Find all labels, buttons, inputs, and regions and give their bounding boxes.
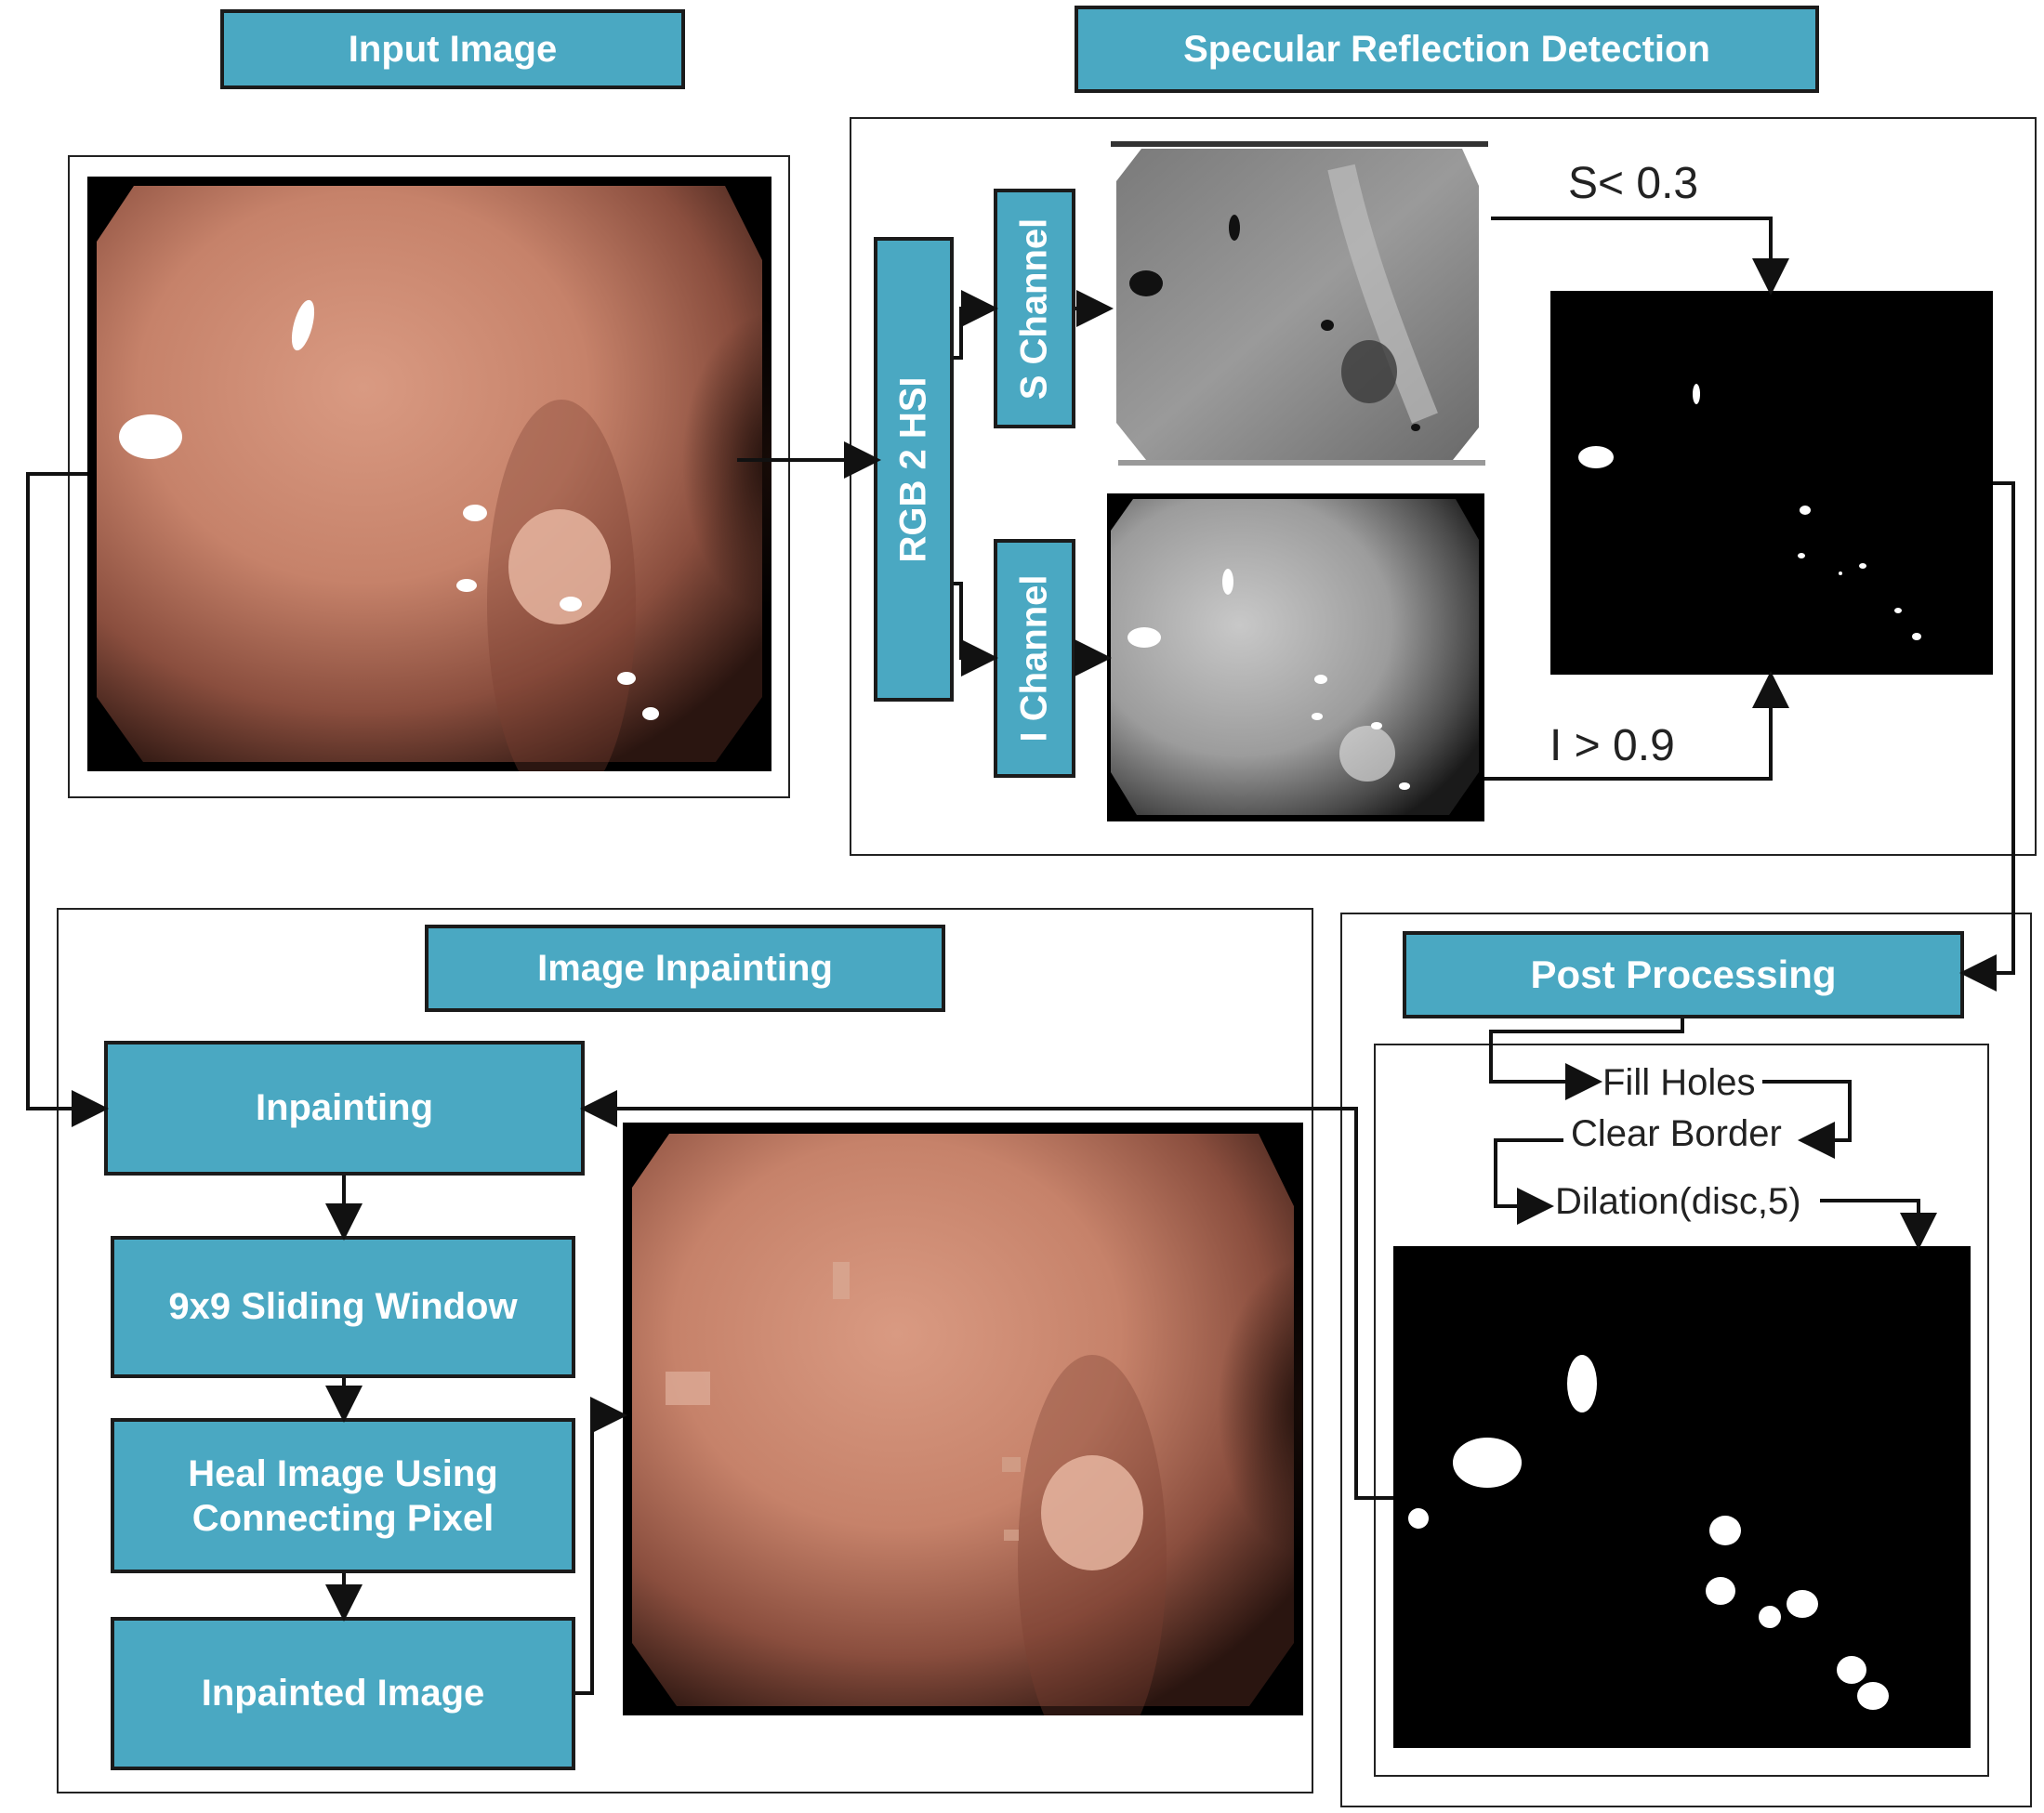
- dilated-mask-image-art: [1408, 1355, 1889, 1710]
- hsi-to-i-arrow: [954, 582, 998, 677]
- input-endoscopy-image: [87, 177, 771, 771]
- inpainting-box: Inpainting: [104, 1041, 585, 1176]
- s-channel-image: [1109, 139, 1490, 474]
- result-to-image-arrow: [575, 1397, 627, 1695]
- clear-border-step: Clear Border: [1571, 1113, 1782, 1154]
- input-endoscopy-image-art: [97, 186, 771, 771]
- dilation-to-mask-arrow: [1820, 1199, 1937, 1250]
- input-image-title: Input Image: [220, 9, 685, 89]
- inpainted-result-image-art: [632, 1134, 1303, 1715]
- dilated-mask-image: [1393, 1246, 1971, 1748]
- i-threshold-label: I > 0.9: [1549, 721, 1675, 770]
- s-channel-box: S Channel: [994, 189, 1075, 428]
- heal-image-box: Heal Image Using Connecting Pixel: [111, 1418, 575, 1573]
- input-to-inpainting-arrow: [26, 472, 109, 1127]
- mask-to-post-arrow: [1959, 481, 2015, 992]
- clear-to-dilation-arrow: [1494, 1138, 1563, 1225]
- sliding-window-box: 9x9 Sliding Window: [111, 1236, 575, 1378]
- s-channel-image-art: [1111, 141, 1488, 466]
- s-threshold-label: S< 0.3: [1568, 159, 1699, 208]
- post-to-fill-arrow: [1489, 1018, 1684, 1100]
- mask-to-inpainting-arrow: [580, 1090, 1393, 1500]
- threshold-mask-image: [1550, 291, 1993, 675]
- i-channel-image-art: [1111, 499, 1479, 815]
- i-channel-box: I Channel: [994, 539, 1075, 778]
- inpainted-result-image: [623, 1123, 1303, 1715]
- i-channel-image: [1107, 493, 1484, 821]
- fill-to-clear-arrow: [1762, 1080, 1852, 1159]
- rgb2hsi-box: RGB 2 HSI: [874, 237, 954, 702]
- post-processing-title: Post Processing: [1403, 931, 1964, 1018]
- specular-detection-title: Specular Reflection Detection: [1075, 6, 1819, 93]
- s-threshold-arrow: [1491, 217, 1789, 296]
- hsi-to-s-arrow: [954, 290, 998, 360]
- image-inpainting-title: Image Inpainting: [425, 925, 945, 1012]
- threshold-mask-image-art: [1578, 384, 1921, 640]
- i-threshold-arrow: [1484, 671, 1789, 781]
- fill-holes-step: Fill Holes: [1602, 1062, 1756, 1103]
- dilation-step: Dilation(disc,5): [1555, 1181, 1801, 1222]
